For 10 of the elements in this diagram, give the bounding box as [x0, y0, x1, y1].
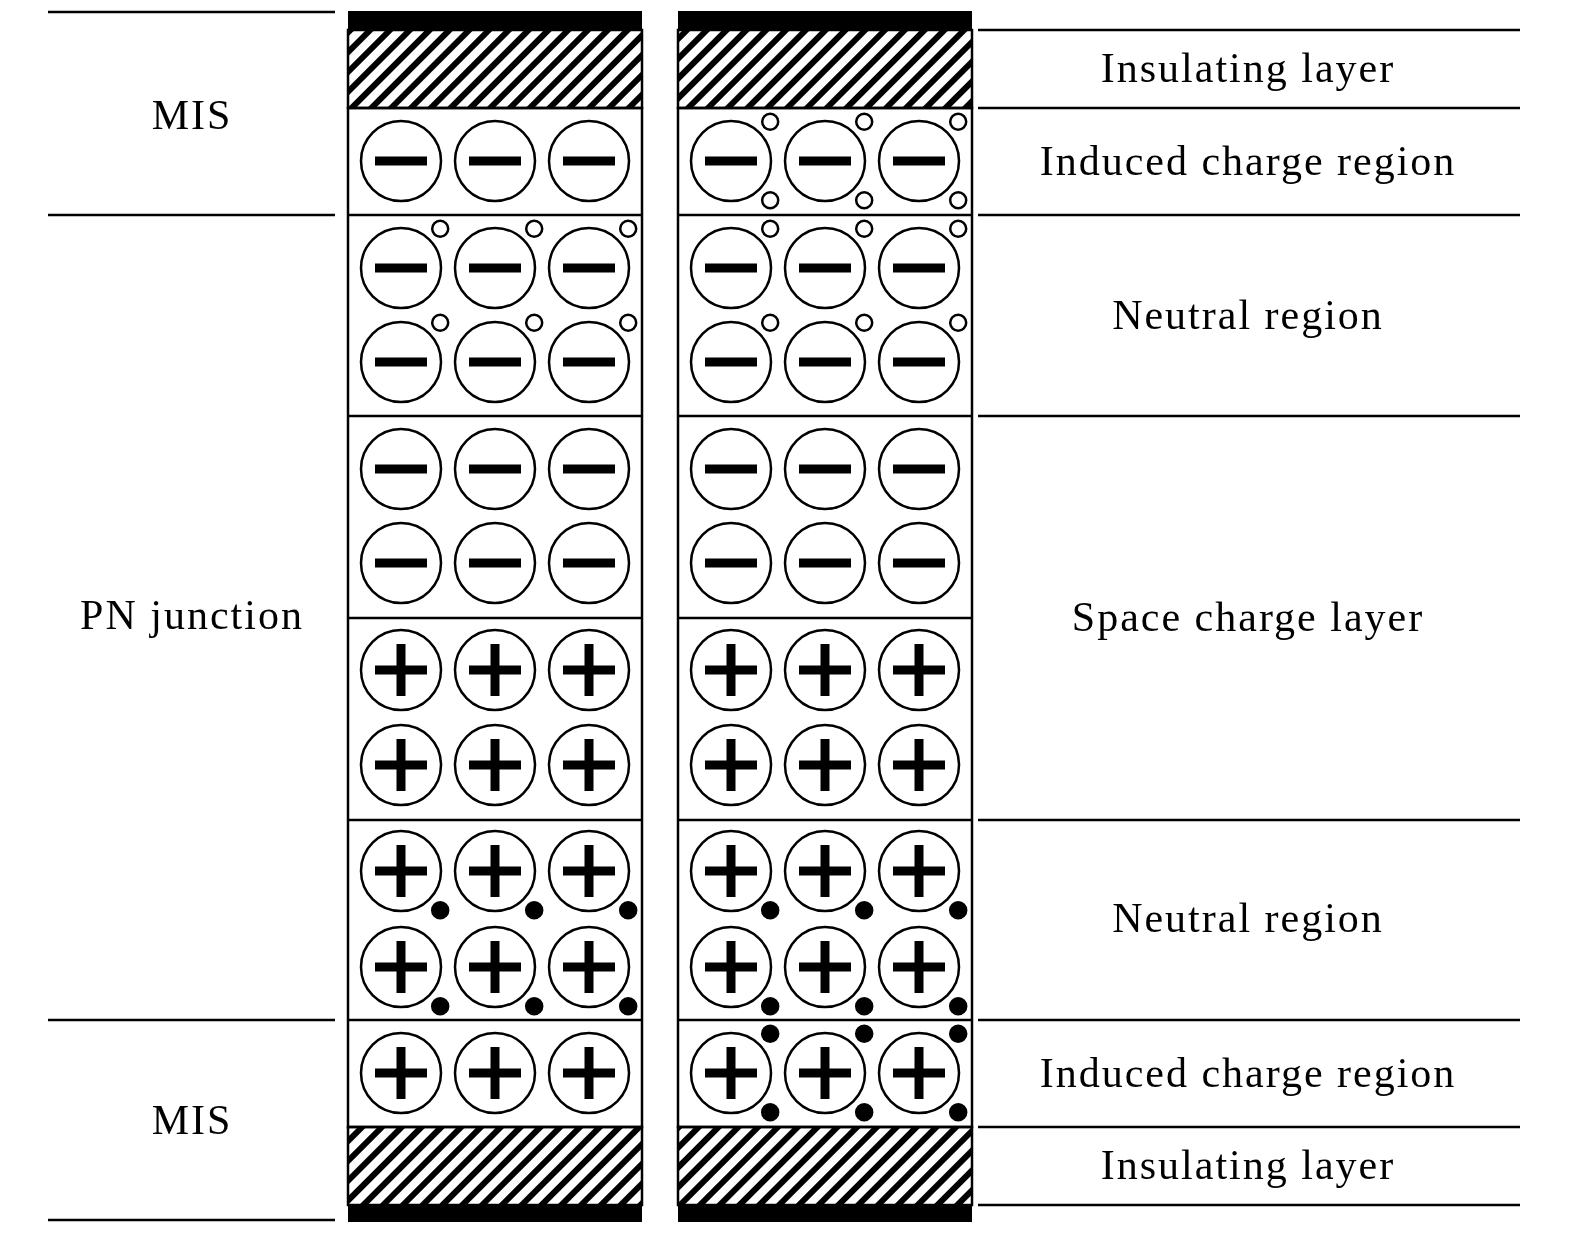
structure-label: MIS: [150, 1096, 234, 1144]
layer-label: Neutral region: [1111, 291, 1385, 339]
structure-label: MIS: [150, 91, 234, 139]
structure-label: PN junction: [79, 591, 305, 639]
layer-label: Induced charge region: [1038, 137, 1458, 185]
layer-label: Induced charge region: [1038, 1049, 1458, 1097]
layer-label: Neutral region: [1111, 894, 1385, 942]
layer-label: Insulating layer: [1099, 44, 1397, 92]
layer-label: Insulating layer: [1099, 1141, 1397, 1189]
layer-label: Space charge layer: [1070, 593, 1426, 641]
